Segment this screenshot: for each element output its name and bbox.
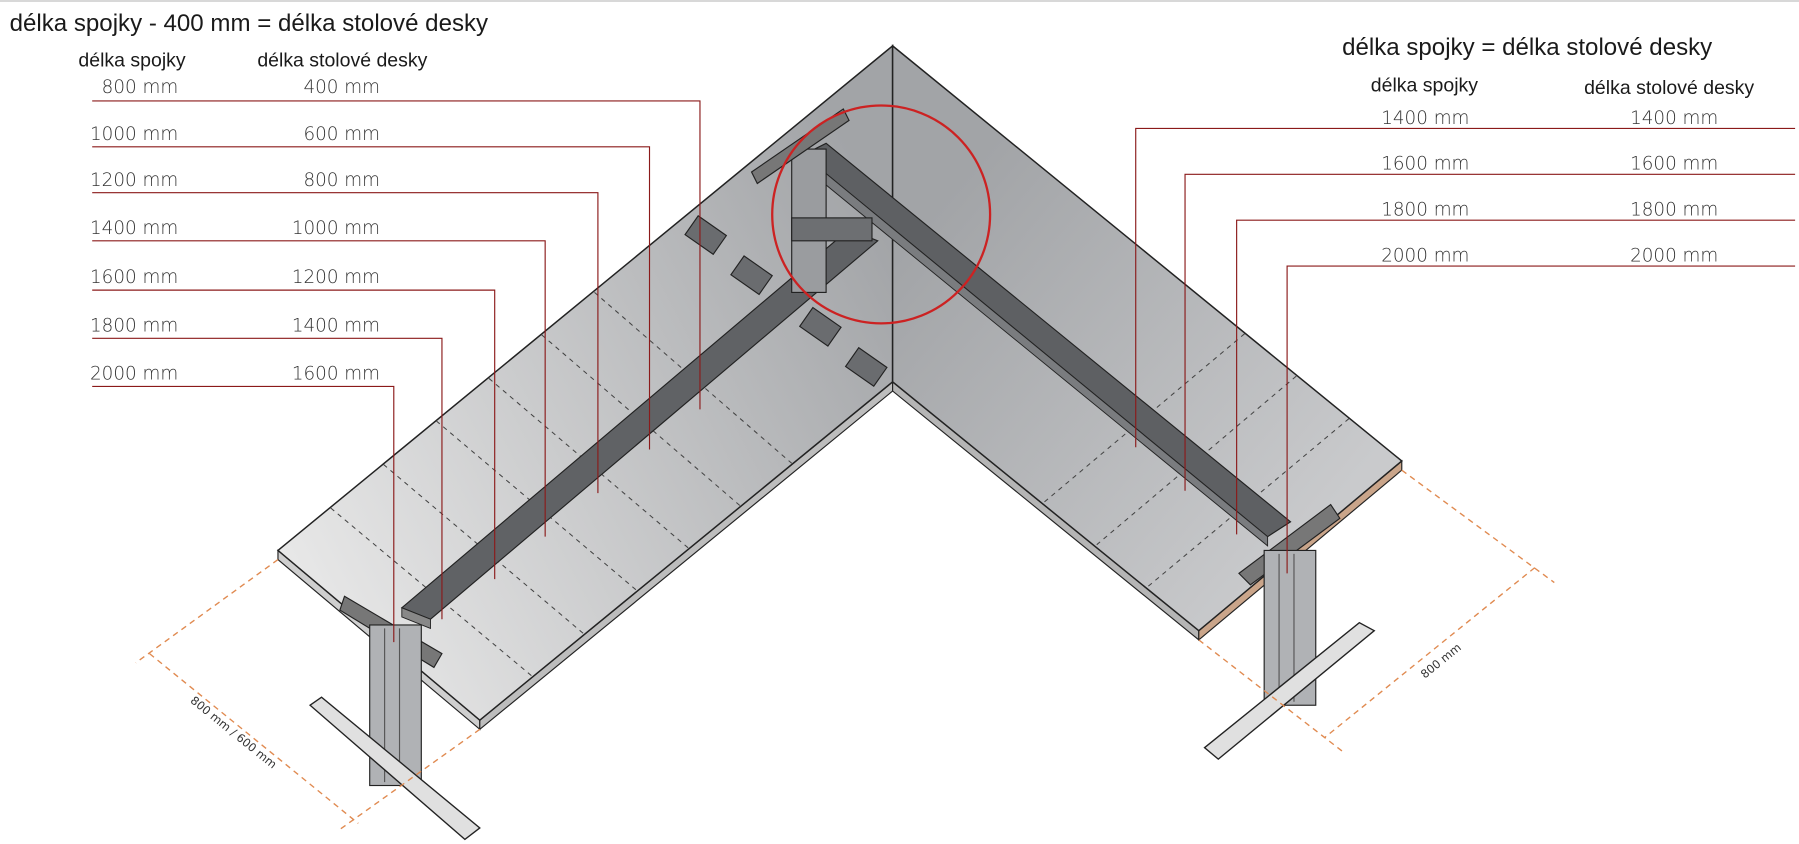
right-row-desk: 2000 mm <box>1630 245 1718 266</box>
left-depth-label: 800 mm / 600 mm <box>188 693 280 771</box>
top-border <box>0 0 1799 2</box>
left-leg <box>308 624 481 841</box>
left-row-desk: 800 mm <box>303 170 380 191</box>
right-row-desk: 1400 mm <box>1630 108 1718 129</box>
right-col-coupling: délka spojky <box>1371 75 1478 97</box>
left-row-desk: 600 mm <box>303 124 380 145</box>
right-leader-lines <box>1135 127 1796 574</box>
right-leg <box>1203 549 1376 761</box>
left-row-coupling: 2000 mm <box>90 364 178 385</box>
dimension-lines <box>135 469 1555 831</box>
right-table-title: délka spojky = délka stolové desky <box>1342 34 1712 61</box>
right-table: délka spojky = délka stolové desky délka… <box>1342 34 1754 266</box>
right-row-coupling: 1600 mm <box>1381 154 1469 175</box>
left-row-desk: 1400 mm <box>292 315 380 336</box>
right-row-desk: 1600 mm <box>1630 154 1718 175</box>
left-row-coupling: 1000 mm <box>90 124 178 145</box>
left-table-title: délka spojky - 400 mm = délka stolové de… <box>10 10 488 37</box>
right-row-desk: 1800 mm <box>1630 200 1718 221</box>
right-col-desk: délka stolové desky <box>1584 77 1754 99</box>
right-row-coupling: 1800 mm <box>1381 200 1469 221</box>
left-row-coupling: 1400 mm <box>90 218 178 239</box>
desk-top <box>276 44 1403 731</box>
left-row-coupling: 1800 mm <box>90 315 178 336</box>
right-depth-label: 800 mm <box>1418 640 1464 681</box>
left-col-coupling: délka spojky <box>78 50 185 72</box>
left-row-coupling: 1200 mm <box>90 170 178 191</box>
left-row-coupling: 800 mm <box>102 77 179 98</box>
left-row-desk: 1000 mm <box>292 218 380 239</box>
left-row-desk: 1200 mm <box>292 267 380 288</box>
right-row-coupling: 2000 mm <box>1381 245 1469 266</box>
left-row-coupling: 1600 mm <box>90 267 178 288</box>
left-leader-lines <box>92 100 701 643</box>
left-row-desk: 400 mm <box>303 77 380 98</box>
frame-beams <box>339 108 1341 669</box>
highlight-circle <box>771 104 992 325</box>
left-row-desk: 1600 mm <box>292 364 380 385</box>
left-table: délka spojky - 400 mm = délka stolové de… <box>10 10 488 385</box>
left-col-desk: délka stolové desky <box>257 50 427 72</box>
right-row-coupling: 1400 mm <box>1381 108 1469 129</box>
